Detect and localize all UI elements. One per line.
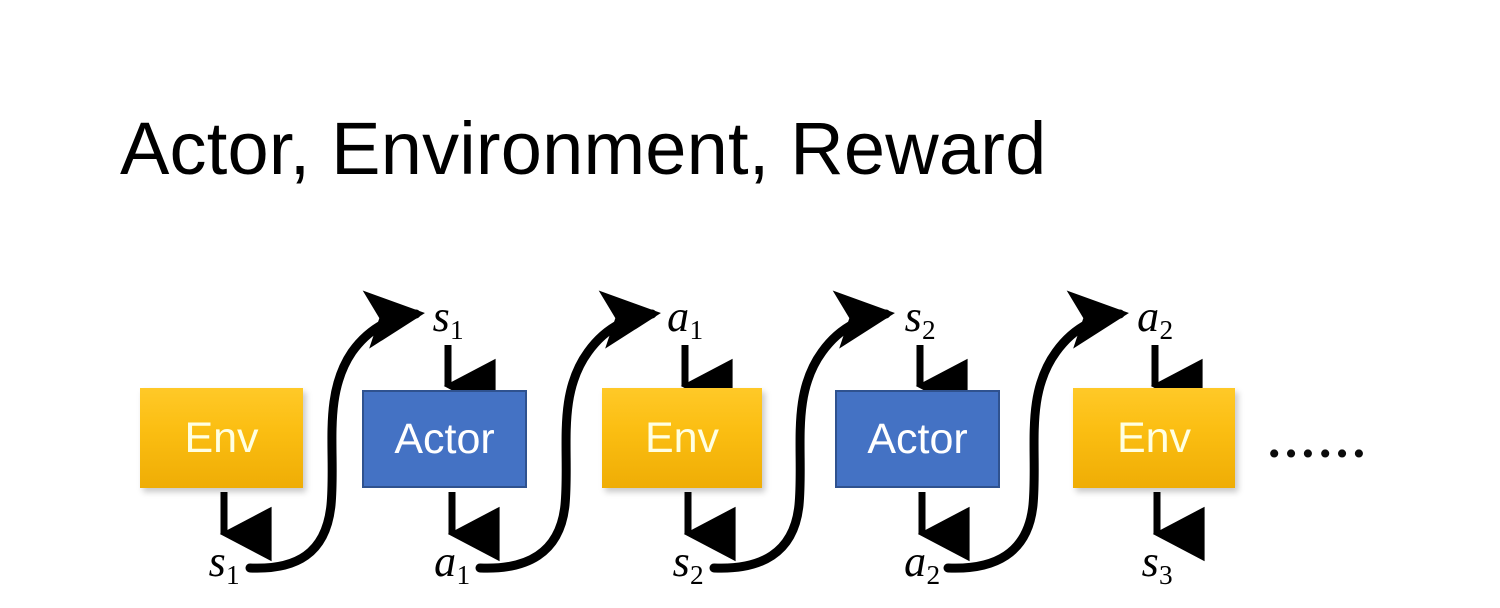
vertical-arrows-out-of-boxes — [219, 492, 1205, 562]
node-label: Actor — [394, 414, 495, 463]
node-actor-1: Actor — [362, 390, 527, 488]
label-subscript: 1 — [226, 560, 240, 591]
node-label: Env — [1116, 413, 1192, 462]
label-base: s — [904, 292, 922, 341]
node-label: Actor — [867, 414, 968, 463]
label-subscript: 2 — [1159, 315, 1174, 346]
continuation-ellipsis: …… — [1266, 412, 1368, 468]
label-top-s2: s2 — [904, 292, 936, 344]
label-base: a — [667, 292, 690, 341]
label-base: a — [434, 537, 457, 586]
node-label: Env — [644, 413, 720, 462]
node-env-2: Env — [602, 388, 762, 488]
label-bottom-a2: a2 — [904, 537, 940, 589]
label-subscript: 3 — [1159, 560, 1173, 591]
label-base: a — [1137, 292, 1160, 341]
label-subscript: 2 — [922, 315, 936, 346]
page-title: Actor, Environment, Reward — [120, 107, 1047, 190]
label-base: s — [432, 292, 450, 341]
label-subscript: 1 — [450, 315, 464, 346]
label-top-a2: a2 — [1137, 292, 1173, 344]
label-base: s — [208, 537, 226, 586]
node-env-1: Env — [140, 388, 303, 488]
label-bottom-a1: a1 — [434, 537, 470, 589]
label-bottom-s1: s1 — [208, 537, 240, 589]
label-base: a — [904, 537, 927, 586]
label-subscript: 2 — [690, 560, 704, 591]
label-subscript: 1 — [456, 560, 471, 591]
label-subscript: 2 — [926, 560, 941, 591]
node-env-3: Env — [1073, 388, 1235, 488]
label-base: s — [672, 537, 690, 586]
node-actor-2: Actor — [835, 390, 1000, 488]
label-base: s — [1141, 537, 1159, 586]
label-top-s1: s1 — [432, 292, 464, 344]
label-bottom-s3: s3 — [1141, 537, 1173, 589]
node-label: Env — [184, 413, 259, 462]
label-top-a1: a1 — [667, 292, 703, 344]
label-bottom-s2: s2 — [672, 537, 704, 589]
label-subscript: 1 — [689, 315, 704, 346]
vertical-arrows-into-boxes — [443, 345, 1203, 414]
